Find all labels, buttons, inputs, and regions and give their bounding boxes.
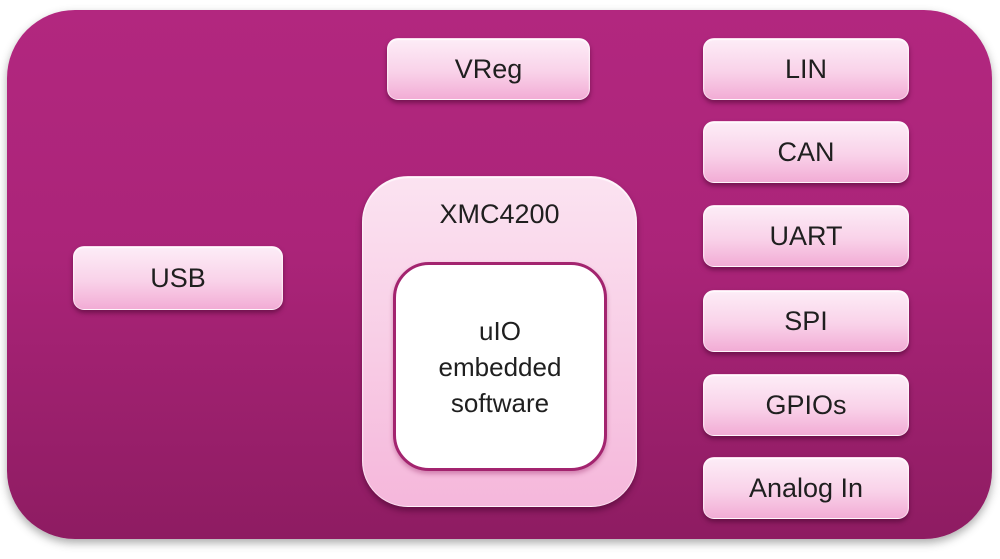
block-peripheral-gpios-label: GPIOs [765,389,847,420]
block-uio-embedded-software-label: uIO embedded software [438,315,562,418]
block-vreg-label: VReg [454,53,523,84]
block-peripheral-can: CAN [703,121,909,183]
block-peripheral-analog-in: Analog In [703,457,909,519]
block-peripheral-analog-in-label: Analog In [748,472,864,503]
block-usb-label: USB [150,262,206,293]
block-peripheral-spi-label: SPI [784,305,828,336]
block-peripheral-lin-label: LIN [784,53,828,84]
block-uio-embedded-software: uIO embedded software [393,262,607,471]
block-peripheral-uart-label: UART [769,220,843,251]
block-peripheral-gpios: GPIOs [703,374,909,436]
block-peripheral-spi: SPI [703,290,909,352]
block-usb: USB [73,246,283,310]
block-xmc4200-label: XMC4200 [439,199,560,229]
block-vreg: VReg [387,38,590,100]
block-peripheral-uart: UART [703,205,909,267]
block-xmc4200: XMC4200 uIO embedded software [362,176,637,507]
block-peripheral-lin: LIN [703,38,909,100]
block-peripheral-can-label: CAN [777,136,835,167]
